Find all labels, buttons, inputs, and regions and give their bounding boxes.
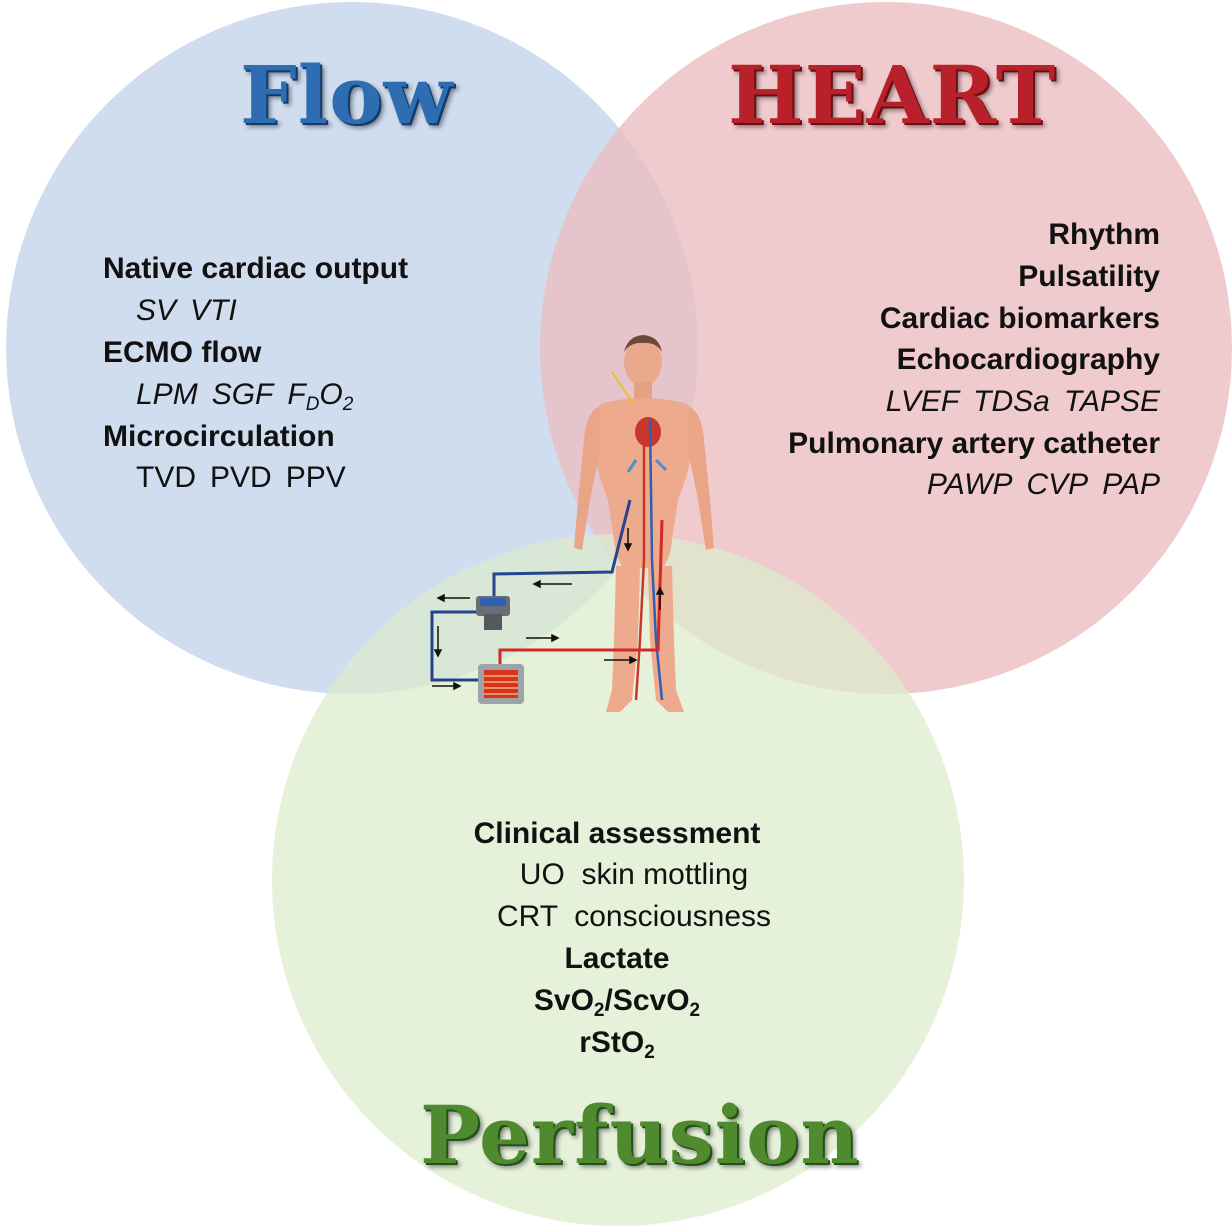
microcirculation-items: TVD PVD PPV [136,463,346,493]
flow-title: Flow [240,48,454,142]
perfusion-circle [272,534,964,1226]
human-body-icon [574,335,714,712]
flow-item-ppv: PPV [285,461,346,494]
flow-item-sgf: SGF [211,378,274,411]
echocardiography-heading: Echocardiography [896,343,1160,376]
native-cardiac-output-heading: Native cardiac output [103,252,409,285]
pulmonary-artery-catheter-heading: Pulmonary artery catheter [788,427,1160,460]
flow-circle [6,2,698,694]
pac-items: PAWP CVP PAP [927,470,1160,500]
venous-return-line [430,610,480,682]
clinical-assessment-heading: Clinical assessment [473,817,761,850]
cardiac-biomarkers-heading: Cardiac biomarkers [879,302,1160,335]
rhythm-heading: Rhythm [1048,218,1160,251]
flow-item-tvd: TVD [136,461,196,494]
native-cardiac-output-items: SV VTI [136,296,237,326]
clinical-line-2: CRT consciousness [496,900,771,933]
ecmo-pump-icon [476,596,510,630]
flow-item-fdo2: FDO2 [287,378,354,415]
flow-item-sv: SV [136,294,177,327]
heart-item-cvp: CVP [1026,468,1089,501]
clinical-line-1: UO skin mottling [519,858,749,891]
heart-title: HEART [728,48,1057,142]
venous-drainage-line [492,499,632,598]
heart-item-tdsa: TDSa [973,385,1050,418]
heart-item-pap: PAP [1102,468,1160,501]
oxygenator-icon [478,664,524,704]
heart-circle [540,2,1232,694]
flow-item-vti: VTI [190,294,237,327]
flow-arrows [432,528,665,691]
ecmo-flow-heading: ECMO flow [103,336,262,369]
heart-item-tapse: TAPSE [1063,385,1160,418]
svo2-scvo2-heading: SvO2/ScvO2 [533,984,701,1021]
echo-items: LVEF TDSa TAPSE [886,387,1160,417]
perfusion-title: Perfusion [420,1088,860,1182]
flow-item-pvd: PVD [210,461,272,494]
heart-item-pawp: PAWP [926,468,1013,501]
heart-item-lvef: LVEF [885,385,960,418]
rsto2-heading: rStO2 [579,1026,655,1063]
microcirculation-heading: Microcirculation [103,420,335,453]
lactate-heading: Lactate [564,942,670,975]
flow-item-lpm: LPM [136,378,198,411]
ecmo-flow-items: LPM SGF FDO2 [136,378,354,415]
pulsatility-heading: Pulsatility [1018,260,1160,293]
